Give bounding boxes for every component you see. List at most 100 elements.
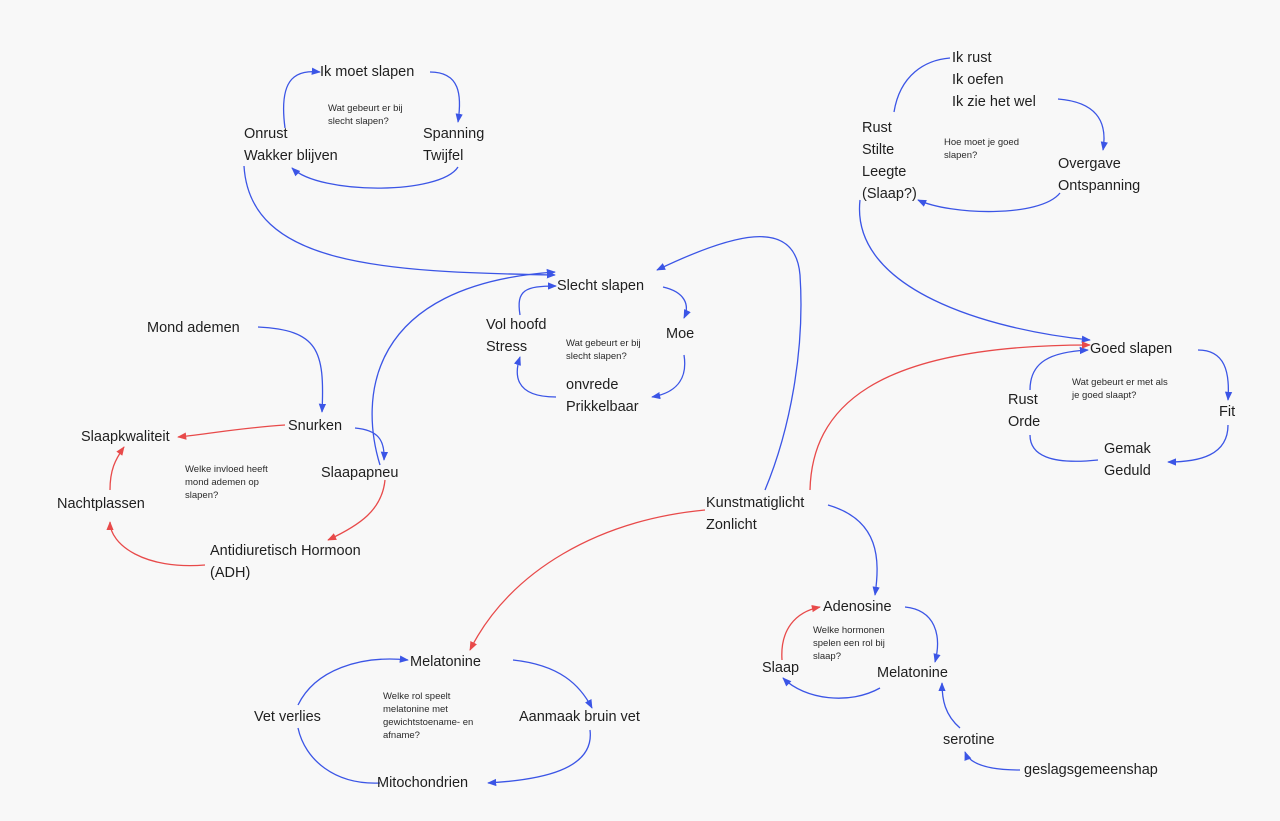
edge-slecht-to-moe <box>662 286 691 319</box>
edge-volhoofd-to-slecht <box>518 282 557 316</box>
edge-adenosine-to-melatonine <box>904 606 941 663</box>
edge-ontspanning-to-slaap <box>917 192 1061 213</box>
node-slecht-slapen[interactable]: Slecht slapen <box>557 278 645 294</box>
edge-ikmoet-to-spanning <box>429 71 463 123</box>
node-line: Onrust <box>244 126 288 142</box>
edge-kunstlicht-to-adenosine <box>827 504 880 596</box>
edge-gemak-to-orde <box>1029 434 1099 462</box>
node-goed-slapen[interactable]: Goed slapen <box>1090 341 1173 357</box>
node-vol-hoofd[interactable]: Vol hoofd Stress <box>486 314 546 358</box>
node-rust-stilte[interactable]: Rust Stilte Leegte (Slaap?) <box>862 117 917 205</box>
node-line: Stress <box>486 339 528 355</box>
edge-slaapapneu-to-adh <box>327 479 386 541</box>
edge-geslags-to-serotine <box>964 751 1021 771</box>
node-fit[interactable]: Fit <box>1219 404 1236 420</box>
note-line: Wat gebeurt er bij <box>566 338 641 349</box>
node-spanning-twijfel[interactable]: Spanning Twijfel <box>423 123 484 167</box>
edge-twijfel-to-wakker <box>291 166 459 189</box>
node-onrust-wakker[interactable]: Onrust Wakker blijven <box>244 123 338 167</box>
node-rust-orde[interactable]: Rust Orde <box>1008 389 1040 433</box>
note-hormonen: Welke hormonen spelen een rol bij slaap? <box>813 624 885 663</box>
node-line: Vol hoofd <box>486 317 547 333</box>
edge-wakker-to-slecht <box>243 165 556 279</box>
node-onvrede[interactable]: onvrede Prikkelbaar <box>566 374 639 418</box>
node-melatonine-left[interactable]: Melatonine <box>410 654 481 670</box>
node-snurken[interactable]: Snurken <box>288 418 343 434</box>
edge-adh-to-nachtplassen <box>106 521 206 567</box>
node-adenosine[interactable]: Adenosine <box>823 599 892 615</box>
edge-snurken-to-slaapkwaliteit <box>177 424 286 440</box>
node-gemak[interactable]: Gemak Geduld <box>1104 438 1151 482</box>
node-line: (Slaap?) <box>862 186 917 202</box>
note-slecht-slapen-center: Wat gebeurt er bij slecht slapen? <box>566 337 641 363</box>
edge-rust-to-goed-loop <box>1029 346 1089 391</box>
edge-aanmaak-to-mitochondrien <box>487 729 591 787</box>
note-line: slapen? <box>944 150 978 161</box>
note-line: Wat gebeurt er met als <box>1072 377 1168 388</box>
node-line: Ik oefen <box>952 72 1004 88</box>
node-slaapkwaliteit[interactable]: Slaapkwaliteit <box>81 429 170 445</box>
note-melatonine: Welke rol speelt melatonine met gewichts… <box>383 690 473 742</box>
node-serotine[interactable]: serotine <box>943 732 995 748</box>
node-line: Wakker blijven <box>244 148 338 164</box>
edge-kunstlicht-to-goed <box>809 341 1091 491</box>
node-kunstmatiglicht[interactable]: Kunstmatiglicht Zonlicht <box>706 492 804 536</box>
node-line: Spanning <box>423 126 485 142</box>
node-moe[interactable]: Moe <box>666 326 695 342</box>
note-line: melatonine met <box>383 704 448 715</box>
node-line: Antidiuretisch Hormoon <box>210 543 361 559</box>
node-line: Ik zie het wel <box>952 94 1036 110</box>
node-line: Stilte <box>862 142 895 158</box>
edge-ikwel-to-overgave <box>1057 98 1108 151</box>
node-mond-ademen[interactable]: Mond ademen <box>147 320 240 336</box>
node-melatonine-right[interactable]: Melatonine <box>877 665 948 681</box>
note-line: Welke rol speelt <box>383 691 451 702</box>
edge-rust-to-goed <box>858 199 1091 343</box>
note-slecht-slapen-top: Wat gebeurt er bij slecht slapen? <box>328 102 403 128</box>
node-line: Leegte <box>862 164 907 180</box>
node-line: Kunstmatiglicht <box>706 495 805 511</box>
edge-melatonine-to-slaap <box>782 677 881 699</box>
node-ik-rust[interactable]: Ik rust Ik oefen Ik zie het wel <box>952 47 1036 113</box>
note-line: spelen een rol bij <box>813 638 885 649</box>
edge-onrust-to-ikmoet <box>283 67 321 129</box>
edge-moe-to-prikkelbaar <box>651 354 686 400</box>
edge-rust-to-ikrust <box>893 57 951 113</box>
note-line: Hoe moet je goed <box>944 137 1019 148</box>
edge-slaapapneu-to-slecht <box>371 268 556 466</box>
node-line: Overgave <box>1058 156 1121 172</box>
edge-mitochondrien-to-vet <box>297 727 381 784</box>
note-line: afname? <box>383 730 420 741</box>
node-mitochondrien[interactable]: Mitochondrien <box>377 775 469 791</box>
edge-melatonine-to-aanmaak <box>512 659 593 709</box>
node-line: Geduld <box>1104 463 1151 479</box>
node-line: Zonlicht <box>706 517 757 533</box>
note-line: Welke hormonen <box>813 625 885 636</box>
edge-mond-to-snurken <box>257 326 327 413</box>
edge-slaap-to-adenosine <box>781 605 821 661</box>
note-line: Wat gebeurt er bij <box>328 103 403 114</box>
node-overgave[interactable]: Overgave Ontspanning <box>1058 153 1140 197</box>
node-slaap[interactable]: Slaap <box>762 660 800 676</box>
note-mond-ademen: Welke invloed heeft mond ademen op slape… <box>185 463 268 502</box>
node-vet-verlies[interactable]: Vet verlies <box>254 709 321 725</box>
node-geslagsgemeenshap[interactable]: geslagsgemeenshap <box>1024 762 1158 778</box>
node-adh[interactable]: Antidiuretisch Hormoon (ADH) <box>210 540 361 584</box>
node-slaapapneu[interactable]: Slaapapneu <box>321 465 399 481</box>
node-line: Twijfel <box>423 148 464 164</box>
node-nachtplassen[interactable]: Nachtplassen <box>57 496 145 512</box>
node-line: Ontspanning <box>1058 178 1141 194</box>
note-line: je goed slaapt? <box>1072 390 1137 401</box>
node-line: onvrede <box>566 377 619 393</box>
note-goed-slapen-top: Hoe moet je goed slapen? <box>944 136 1019 162</box>
edge-goed-to-fit <box>1197 349 1233 401</box>
note-line: slapen? <box>185 490 219 501</box>
node-ik-moet-slapen[interactable]: Ik moet slapen <box>320 64 415 80</box>
note-line: gewichtstoename- en <box>383 717 474 728</box>
node-aanmaak-bruin-vet[interactable]: Aanmaak bruin vet <box>519 709 640 725</box>
edge-kunstlicht-to-melatonine <box>469 509 706 651</box>
node-line: Gemak <box>1104 441 1151 457</box>
node-line: Orde <box>1008 414 1041 430</box>
